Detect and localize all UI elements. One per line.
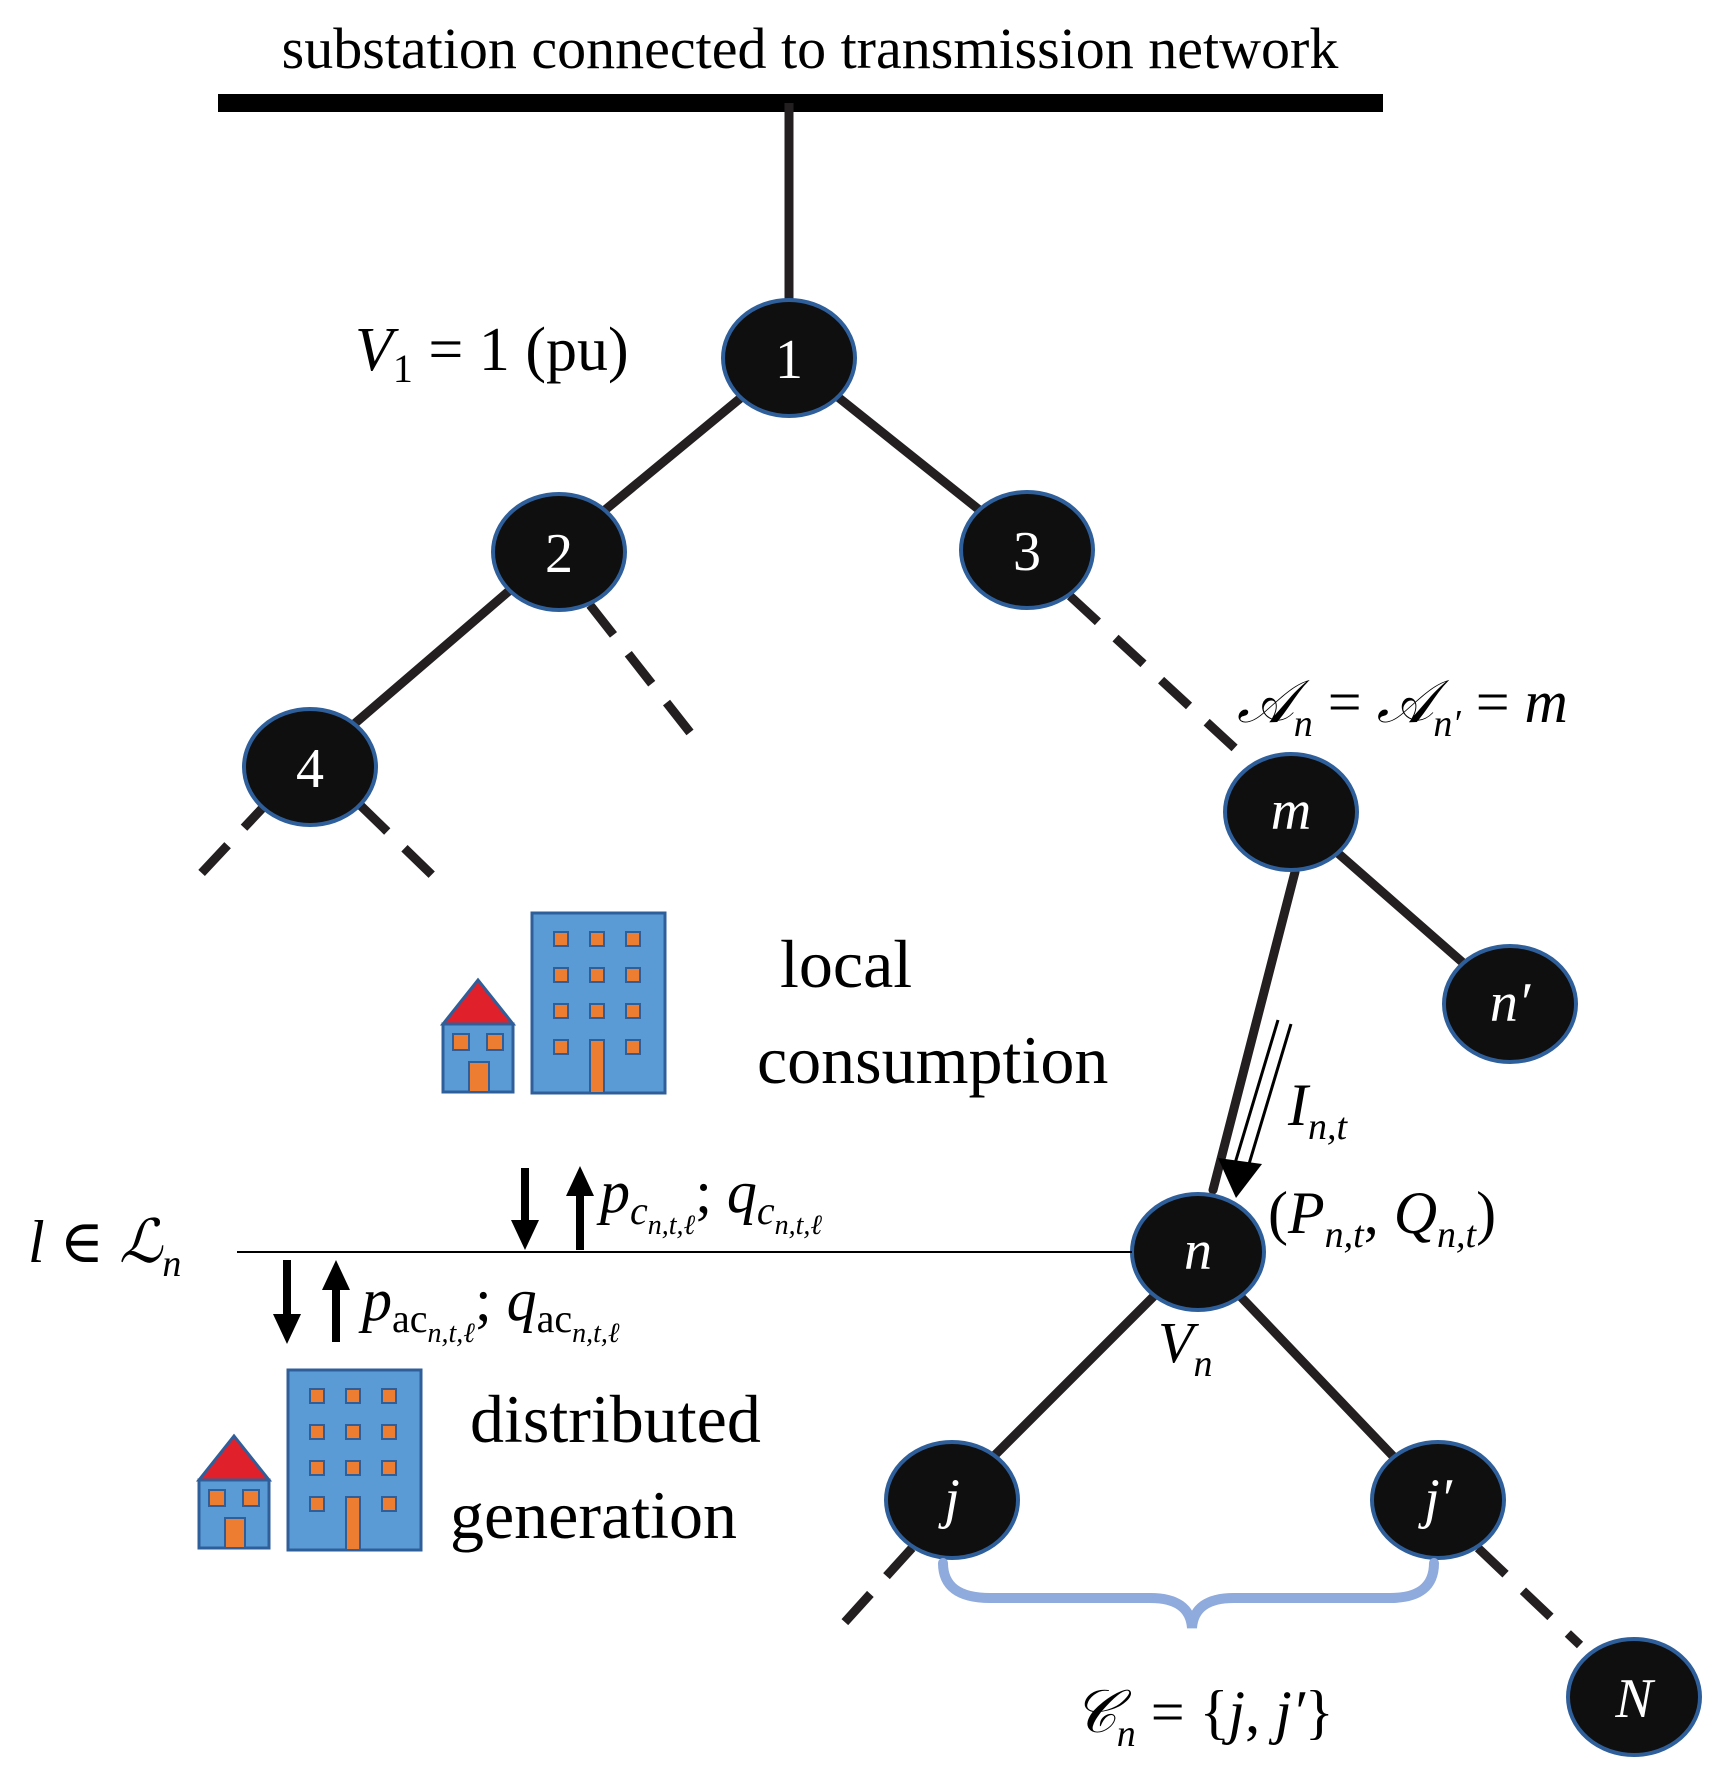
- office-building-icon: [286, 1368, 423, 1552]
- local-consumption-line2: consumption: [757, 1022, 1108, 1098]
- children-label: 𝒞n = {j, j′}: [1073, 1679, 1334, 1755]
- gen-qss: n,t,ℓ: [572, 1318, 620, 1349]
- nodes: [242, 298, 1702, 1757]
- children-rest: = {: [1136, 1679, 1229, 1745]
- power-comma: ,: [1364, 1180, 1394, 1246]
- node-3-label: 3: [1013, 521, 1041, 583]
- line-set-in: ∈: [45, 1209, 119, 1275]
- children-s: n: [1117, 1713, 1136, 1755]
- v1-var: V: [355, 316, 399, 384]
- node-nprime-label: n′: [1490, 972, 1531, 1034]
- cons-ps: c: [630, 1188, 648, 1233]
- edge-4-left-dashed: [191, 796, 274, 884]
- node-1: [721, 298, 857, 418]
- line-set-l: l: [28, 1209, 45, 1275]
- generation-arrows: [273, 1260, 350, 1344]
- local-consumption-line1: local: [780, 926, 912, 1002]
- power-q: Q: [1394, 1180, 1437, 1246]
- node-j-label: j: [938, 1468, 960, 1530]
- children-comma: ,: [1245, 1679, 1275, 1745]
- edge-4-right-dashed: [356, 801, 436, 879]
- node-nprime: [1442, 944, 1578, 1064]
- node-4: [242, 707, 378, 827]
- line-set-label: l ∈ ℒn: [28, 1209, 181, 1285]
- house-icon: [195, 1433, 273, 1550]
- power-p: P: [1287, 1180, 1325, 1246]
- v1-sub: 1: [393, 346, 413, 391]
- children-close: }: [1305, 1679, 1334, 1745]
- consumption-arrows: [511, 1166, 594, 1250]
- ancestor-s2: n′: [1433, 703, 1461, 745]
- ancestor-label: 𝒜n = 𝒜n′ = m: [1237, 669, 1568, 745]
- current-sub: n,t: [1308, 1106, 1349, 1148]
- ancestor-s1: n: [1294, 703, 1313, 745]
- node-N-label: N: [1614, 1668, 1655, 1730]
- consumption-buildings-icon: [439, 911, 667, 1095]
- ancestor-eq2: =: [1461, 669, 1525, 735]
- power-ps: n,t: [1325, 1214, 1366, 1256]
- ancestor-m: m: [1525, 669, 1568, 735]
- substation-title: substation connected to transmission net…: [282, 16, 1339, 81]
- line-set-L: ℒ: [119, 1209, 164, 1275]
- node-1-label: 1: [775, 329, 803, 391]
- gen-q: q: [507, 1267, 537, 1333]
- distributed-generation-line1: distributed: [470, 1381, 761, 1457]
- current-arrow: [1218, 1019, 1293, 1198]
- vn-sub: n: [1193, 1343, 1212, 1385]
- node-n-label: n: [1184, 1220, 1212, 1282]
- consumption-flow-label: pcn,t,ℓ; qcn,t,ℓ: [596, 1159, 822, 1241]
- node-jprime: [1370, 1440, 1506, 1560]
- house-icon: [439, 977, 517, 1094]
- node-m-label: m: [1271, 780, 1311, 842]
- node-4-label: 4: [296, 738, 324, 800]
- current-label: In,t: [1287, 1072, 1348, 1148]
- power-qs: n,t: [1437, 1214, 1478, 1256]
- cons-pss: n,t,ℓ: [648, 1210, 696, 1241]
- cons-semi: ;: [695, 1159, 727, 1225]
- node-2-label: 2: [545, 523, 573, 585]
- edge-2-dashed: [586, 602, 696, 738]
- edge-jprime-N-dashed: [1474, 1544, 1584, 1649]
- power-open: (: [1268, 1180, 1288, 1246]
- distributed-generation-line2: generation: [450, 1477, 737, 1553]
- power-close: ): [1476, 1180, 1496, 1246]
- gen-pss: n,t,ℓ: [428, 1318, 476, 1349]
- vn-var: V: [1158, 1310, 1200, 1375]
- gen-p: p: [358, 1267, 392, 1333]
- voltage-n-label: Vn: [1158, 1310, 1212, 1385]
- node-N: [1566, 1637, 1702, 1757]
- gen-ps: ac: [392, 1296, 428, 1341]
- children-brace: [938, 1558, 1439, 1629]
- cons-qs: c: [757, 1188, 775, 1233]
- generation-buildings-icon: [195, 1368, 423, 1552]
- node-3: [959, 490, 1095, 610]
- children-jp: j′: [1268, 1679, 1306, 1745]
- cons-qss: n,t,ℓ: [775, 1210, 823, 1241]
- node-m: [1223, 752, 1359, 872]
- cons-p: p: [596, 1159, 630, 1225]
- generation-flow-label: pacn,t,ℓ; qacn,t,ℓ: [358, 1267, 620, 1349]
- edge-j-dashed: [831, 1544, 916, 1637]
- edge-3-m-dashed: [1066, 592, 1257, 769]
- gen-qs: ac: [537, 1296, 573, 1341]
- office-building-icon: [530, 911, 667, 1095]
- node-2: [491, 492, 627, 612]
- ancestor-eq1: =: [1313, 669, 1377, 735]
- v1-rest: = 1 (pu): [413, 316, 629, 384]
- edge-m-n: [1208, 867, 1300, 1195]
- current-var: I: [1287, 1072, 1311, 1138]
- line-set-s: n: [162, 1243, 181, 1285]
- node-jprime-label: j′: [1418, 1468, 1453, 1530]
- node-j: [884, 1440, 1020, 1560]
- gen-semi: ;: [475, 1267, 507, 1333]
- dashed-edges: [191, 592, 1584, 1649]
- voltage-root-label: V1 = 1 (pu): [355, 316, 629, 391]
- power-label: (Pn,t, Qn,t): [1268, 1180, 1496, 1256]
- cons-q: q: [727, 1159, 757, 1225]
